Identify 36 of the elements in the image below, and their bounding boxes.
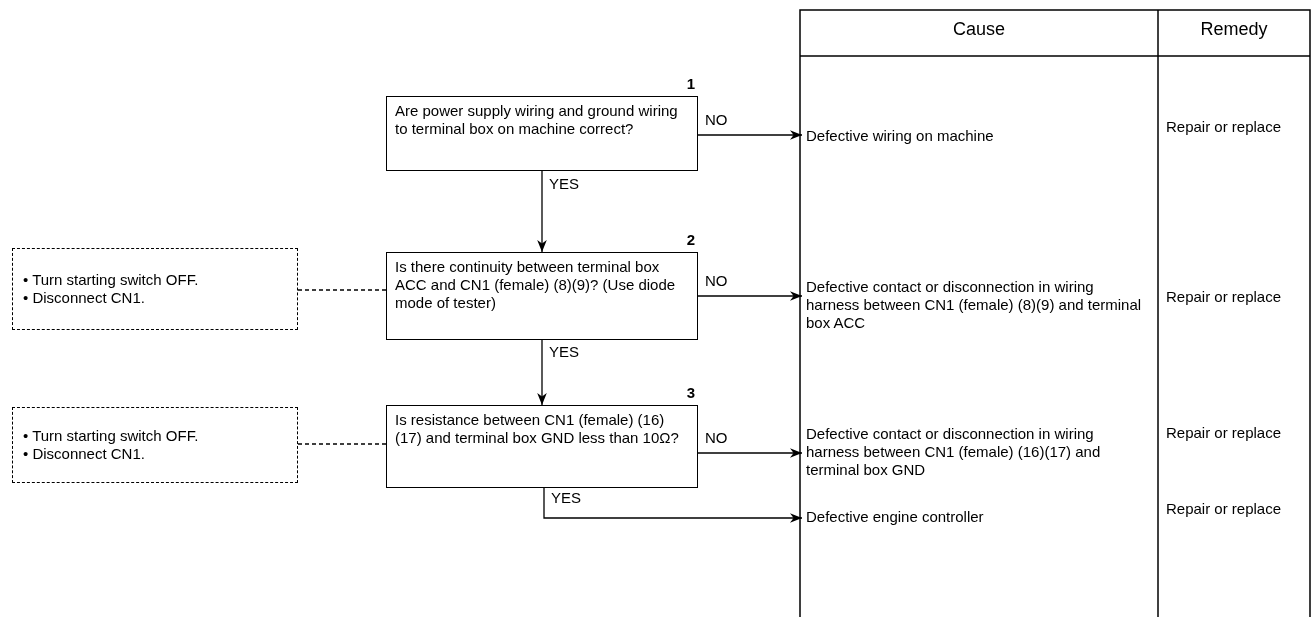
dashed-connector	[297, 289, 387, 291]
instruction-text: • Disconnect CN1.	[23, 445, 146, 463]
cause-text: Defective contact or disconnection in wiring harness between CN1 (female) (8)(9) and terminal box ACC	[806, 278, 1143, 332]
instruction-text: • Turn starting switch OFF.	[23, 427, 200, 445]
column-header: Remedy	[1200, 19, 1268, 39]
note-box	[12, 407, 298, 483]
edge-label: NO	[704, 112, 729, 128]
arrow	[697, 130, 803, 140]
column-header: Cause	[953, 19, 1005, 39]
remedy-text: Repair or replace	[1166, 118, 1282, 135]
note-box	[12, 248, 298, 330]
arrow	[697, 291, 803, 301]
question-text: Are power supply wiring and ground wiring to terminal box on machine correct?	[395, 102, 679, 138]
step-number: 3	[686, 384, 695, 402]
edge-label: YES	[548, 176, 580, 192]
edge-label: YES	[548, 344, 580, 360]
cause-text: Defective engine controller	[806, 508, 985, 526]
step-number: 2	[686, 231, 695, 249]
cause-text: Defective contact or disconnection in wiring harness between CN1 (female) (16)(17) and terminal box GND	[806, 425, 1102, 479]
cause-text: Defective wiring on machine	[806, 127, 995, 145]
remedy-text: Repair or replace	[1166, 288, 1282, 305]
question-text: Is there continuity between terminal box ACC and CN1 (female) (8)(9)? (Use diode mode of tester)	[395, 258, 677, 312]
remedy-text: Repair or replace	[1166, 424, 1282, 441]
instruction-text: • Disconnect CN1.	[23, 289, 146, 307]
instruction-text: • Turn starting switch OFF.	[23, 271, 200, 289]
remedy-text: Repair or replace	[1166, 500, 1282, 517]
question-text: Is resistance between CN1 (female) (16)(17) and terminal box GND less than 10Ω?	[395, 411, 680, 447]
arrow	[697, 448, 803, 458]
step-number: 1	[686, 75, 695, 93]
edge-label: NO	[704, 430, 729, 446]
arrow	[543, 487, 803, 523]
edge-label: NO	[704, 273, 729, 289]
dashed-connector	[297, 443, 387, 445]
arrow	[537, 339, 547, 406]
edge-label: YES	[550, 490, 582, 506]
arrow	[537, 170, 547, 253]
